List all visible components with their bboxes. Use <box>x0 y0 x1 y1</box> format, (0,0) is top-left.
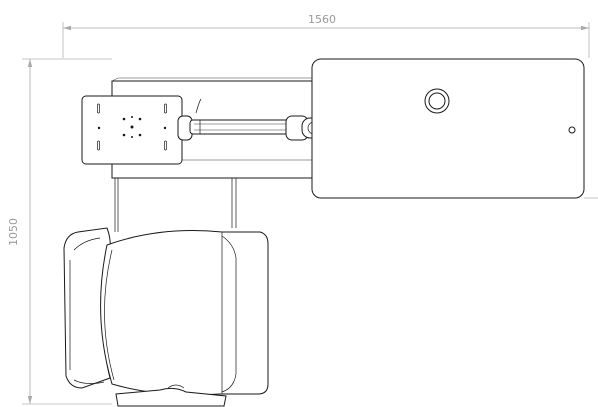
plate-hole-7 <box>97 126 101 130</box>
plate-slot-left-bottom <box>97 140 100 151</box>
operator-chair <box>63 227 269 407</box>
chair-seat <box>100 230 269 396</box>
work-table <box>311 58 585 199</box>
stand-legs <box>114 178 237 232</box>
table-hole-right <box>568 126 576 134</box>
chair-front-curve <box>221 235 237 393</box>
height-arrow-bottom <box>27 396 33 404</box>
plate-hole-8 <box>163 126 167 130</box>
arm-cable-hook <box>195 98 202 114</box>
counter-edge-left <box>111 77 119 82</box>
chair-back-ridge <box>73 237 101 251</box>
mounting-plate-body <box>81 95 183 165</box>
table-knob-inner <box>428 92 446 110</box>
plate-hole-center <box>130 125 134 129</box>
arm-upper-link <box>189 119 297 135</box>
plate-hole-5 <box>131 116 133 118</box>
plate-hole-6 <box>131 136 133 138</box>
plate-slot-right-top <box>164 103 167 114</box>
height-dimension-label: 1050 <box>7 218 20 246</box>
work-table-top <box>311 58 585 199</box>
chair-base <box>115 387 227 407</box>
width-dimension-label: 1560 <box>308 13 336 26</box>
height-arrow-top <box>27 59 33 67</box>
height-dimension: 1050 <box>7 58 112 405</box>
mounting-plate <box>81 95 183 165</box>
chair-base-arc <box>167 384 185 389</box>
plate-hole-1 <box>122 117 126 121</box>
width-arrow-left <box>63 25 71 31</box>
width-dimension: 1560 <box>62 13 590 58</box>
plate-hole-2 <box>138 117 142 121</box>
plate-slot-right-bottom <box>164 140 167 151</box>
chair-back-ridge-lower <box>73 379 105 384</box>
plate-hole-3 <box>122 133 126 137</box>
chair-seat-contour <box>104 249 115 381</box>
plate-slot-left-top <box>97 103 100 114</box>
width-arrow-right <box>581 25 589 31</box>
plate-hole-4 <box>138 133 142 137</box>
